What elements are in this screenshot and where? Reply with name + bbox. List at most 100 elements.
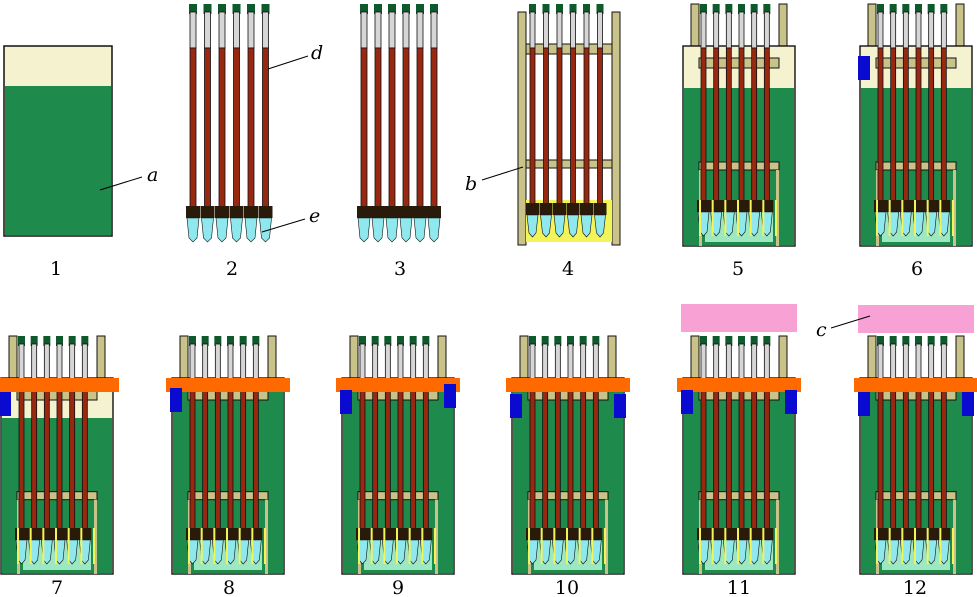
tip-collar (722, 528, 736, 540)
tip-collar (697, 528, 710, 540)
electrode-rod (763, 47, 770, 203)
rod-upper-segment (738, 11, 745, 49)
yellow-strip (724, 200, 727, 236)
electrode-rod (262, 47, 269, 209)
electrode-rod (592, 379, 599, 531)
rod-upper-segment (751, 343, 758, 381)
tip-collar (709, 528, 723, 540)
tip-collar (760, 200, 774, 212)
frame-inner-right (776, 499, 779, 574)
electrode-rod (43, 379, 50, 531)
frame-inner-right (953, 170, 956, 246)
panel-label-11: 11 (727, 577, 751, 597)
rod-cap (384, 336, 392, 346)
rod-tip (244, 217, 258, 243)
block-right (444, 384, 456, 408)
block-left (0, 392, 11, 416)
rod-cap (592, 336, 600, 346)
rod-cap (402, 4, 410, 14)
rod-upper-segment (725, 11, 732, 49)
electrode-rod (928, 379, 935, 531)
tip-collar (413, 206, 427, 218)
panel-12 (854, 305, 977, 575)
tip-collar (874, 528, 887, 540)
electrode-rod (915, 47, 922, 203)
electrode-rod (214, 379, 221, 531)
frame-inner-right (94, 499, 97, 574)
frame-post-left (517, 11, 527, 246)
rod-cap (189, 336, 196, 346)
tip-collar (747, 200, 761, 212)
rod-upper-segment (554, 343, 561, 381)
tip-collar (576, 528, 590, 540)
rod-upper-segment (397, 343, 404, 381)
rod-upper-segment (214, 343, 221, 381)
electrode-rod (890, 379, 897, 531)
rod-cap (763, 4, 771, 14)
electrode-rod (204, 47, 211, 209)
rod-upper-segment (262, 11, 269, 49)
rod-upper-segment (725, 343, 732, 381)
tip-collar (760, 528, 774, 540)
electrode-rod (902, 379, 909, 531)
electrode-rod (700, 379, 707, 531)
rod-upper-segment (402, 11, 410, 49)
yellow-strip (888, 528, 891, 564)
callout-label-b: b (465, 173, 477, 195)
rod-upper-segment (372, 343, 379, 381)
rod-cap (529, 336, 536, 346)
block-left (510, 394, 522, 418)
rod-upper-segment (384, 343, 391, 381)
tip-collar (211, 528, 225, 540)
electrode-rod (567, 379, 574, 531)
frame-inner-right (776, 170, 779, 246)
rod-tip (385, 217, 399, 243)
rod-cap (940, 336, 948, 346)
callout-label-c: c (816, 319, 827, 341)
rod-upper-segment (580, 343, 587, 381)
tip-collar (15, 528, 28, 540)
panel-7 (0, 335, 119, 575)
electrode-rod (902, 47, 909, 203)
rod-cap (915, 336, 922, 346)
rod-tip (230, 217, 243, 243)
yellow-strip (213, 528, 216, 564)
electrode-rod (372, 379, 379, 531)
yellow-strip (200, 528, 203, 564)
electrode-rod (402, 47, 410, 209)
rod-upper-segment (940, 11, 947, 49)
panel-9 (336, 335, 460, 575)
electrode-rod (218, 47, 226, 209)
electrode-rod (725, 47, 732, 203)
block-left (858, 392, 870, 416)
rod-cap (397, 336, 404, 346)
panel-label-4: 4 (562, 258, 574, 280)
tip-collar (53, 528, 66, 540)
tip-collar (722, 200, 736, 212)
tip-collar (747, 528, 761, 540)
seal-bar (677, 378, 801, 392)
electrode-rod (890, 47, 897, 203)
rod-cap (725, 336, 733, 346)
rod-cap (359, 336, 366, 346)
yellow-strip (876, 528, 878, 564)
yellow-strip (775, 200, 777, 236)
panel-label-9: 9 (392, 577, 404, 597)
electrode-rod (928, 47, 935, 203)
rod-cap (554, 336, 562, 346)
rod-cap (569, 4, 577, 14)
yellow-strip (188, 528, 190, 564)
yellow-strip (737, 528, 739, 564)
yellow-strip (591, 528, 594, 564)
rod-cap (542, 4, 550, 14)
tip-collar (65, 528, 79, 540)
tip-collar (937, 528, 951, 540)
rod-upper-segment (252, 343, 259, 381)
frame-post-right (611, 11, 621, 246)
yellow-strip (939, 200, 942, 236)
panel-6 (858, 3, 973, 247)
tip-collar (886, 528, 900, 540)
rod-cap (889, 4, 897, 14)
block-left (858, 56, 870, 80)
